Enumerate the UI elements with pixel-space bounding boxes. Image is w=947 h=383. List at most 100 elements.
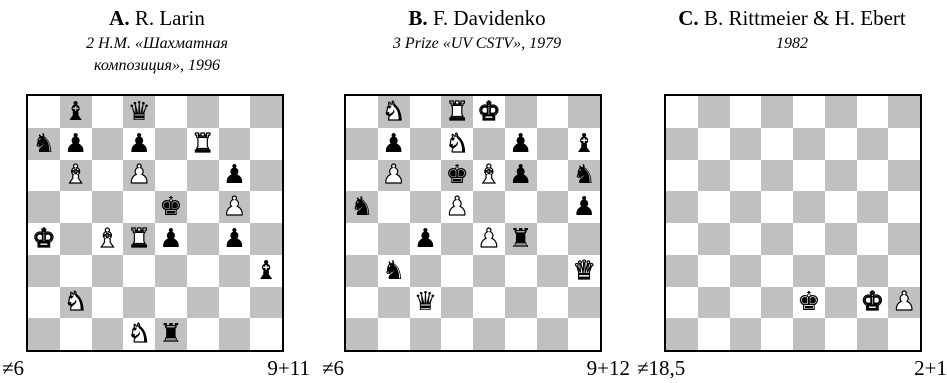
board-square <box>825 128 857 160</box>
chess-board: ♚♚♟ <box>664 94 922 352</box>
board-square <box>698 223 730 255</box>
board-square <box>410 96 442 128</box>
board-square <box>825 160 857 192</box>
board-square: ♞ <box>123 318 155 350</box>
problem-source: 1982 <box>637 33 947 55</box>
board-square <box>473 287 505 319</box>
problem-letter: C. <box>678 6 698 30</box>
board-square <box>761 318 793 350</box>
problem-source: 3 Prize «UV CSTV», 1979 <box>322 33 632 55</box>
board-square <box>28 255 60 287</box>
board-square <box>92 160 124 192</box>
board-square <box>187 318 219 350</box>
board-square <box>698 318 730 350</box>
source-line-2: композиция», 1996 <box>2 55 312 77</box>
board-square <box>537 255 569 287</box>
board-square <box>92 287 124 319</box>
board-square <box>346 160 378 192</box>
black-queen-icon: ♛ <box>414 289 437 315</box>
board-square <box>250 287 282 319</box>
board-square <box>28 318 60 350</box>
board-square <box>730 128 762 160</box>
board-square <box>857 318 889 350</box>
board-square <box>761 128 793 160</box>
board-square: ♝ <box>60 160 92 192</box>
board-square <box>250 318 282 350</box>
board-square <box>123 287 155 319</box>
board-square <box>666 191 698 223</box>
board-square <box>568 96 600 128</box>
board-square <box>155 287 187 319</box>
problem-title: C. B. Rittmeier & H. Ebert <box>637 6 947 30</box>
board-square <box>537 128 569 160</box>
board-square: ♚ <box>28 223 60 255</box>
board-square <box>187 96 219 128</box>
board-square <box>730 191 762 223</box>
board-square: ♟ <box>441 191 473 223</box>
board-square <box>825 223 857 255</box>
board-square <box>410 255 442 287</box>
board-square: ♝ <box>250 255 282 287</box>
board-square <box>346 223 378 255</box>
board-square <box>761 223 793 255</box>
board-square <box>28 96 60 128</box>
board-square: ♞ <box>378 255 410 287</box>
board-square <box>537 191 569 223</box>
board-square <box>666 160 698 192</box>
black-pawn-icon: ♟ <box>509 131 532 157</box>
board-square <box>187 287 219 319</box>
white-pawn-icon: ♟ <box>223 194 246 220</box>
board-square: ♜ <box>505 223 537 255</box>
problem-a: A. R. Larin 2 Н.М. «Шахматная композиция… <box>2 0 312 383</box>
board-square <box>857 191 889 223</box>
board-square <box>857 160 889 192</box>
black-queen-icon: ♛ <box>127 99 150 125</box>
board-square <box>666 128 698 160</box>
board-square <box>60 318 92 350</box>
board-square <box>60 191 92 223</box>
board-square <box>666 318 698 350</box>
board-square: ♜ <box>441 96 473 128</box>
black-pawn-icon: ♟ <box>382 131 405 157</box>
board-square <box>793 318 825 350</box>
chess-board: ♝♛♞♟♟♜♝♟♟♚♟♚♝♜♟♟♝♞♞♜ <box>26 94 284 352</box>
board-square <box>698 160 730 192</box>
white-rook-icon: ♜ <box>445 99 468 125</box>
board-square: ♝ <box>60 96 92 128</box>
problem-author: B. Rittmeier & H. Ebert <box>704 6 906 30</box>
board-square <box>219 255 251 287</box>
board-square <box>505 318 537 350</box>
board-square <box>187 223 219 255</box>
board-square <box>793 160 825 192</box>
board-square <box>730 96 762 128</box>
board-square <box>505 287 537 319</box>
board-square <box>761 255 793 287</box>
stipulation: ≠6 <box>2 356 24 380</box>
board-square <box>441 318 473 350</box>
board-square <box>28 160 60 192</box>
board-square: ♝ <box>568 128 600 160</box>
board-square <box>730 318 762 350</box>
black-king-icon: ♚ <box>159 194 182 220</box>
board-square <box>410 160 442 192</box>
piece-count: 9+12 <box>587 356 630 380</box>
piece-count: 9+11 <box>267 356 310 380</box>
board-square <box>346 287 378 319</box>
board-square <box>698 191 730 223</box>
board-square <box>505 255 537 287</box>
board-square <box>537 287 569 319</box>
board-square <box>219 318 251 350</box>
board-square: ♟ <box>505 128 537 160</box>
board-square: ♞ <box>441 128 473 160</box>
board-square <box>857 96 889 128</box>
board-square <box>346 318 378 350</box>
board-square: ♝ <box>473 160 505 192</box>
problem-author: F. Davidenko <box>433 6 546 30</box>
board-square <box>568 223 600 255</box>
board-square <box>888 191 920 223</box>
board-square <box>60 223 92 255</box>
board-square <box>537 223 569 255</box>
board-square: ♟ <box>155 223 187 255</box>
board-square <box>761 287 793 319</box>
white-king-icon: ♚ <box>477 99 500 125</box>
